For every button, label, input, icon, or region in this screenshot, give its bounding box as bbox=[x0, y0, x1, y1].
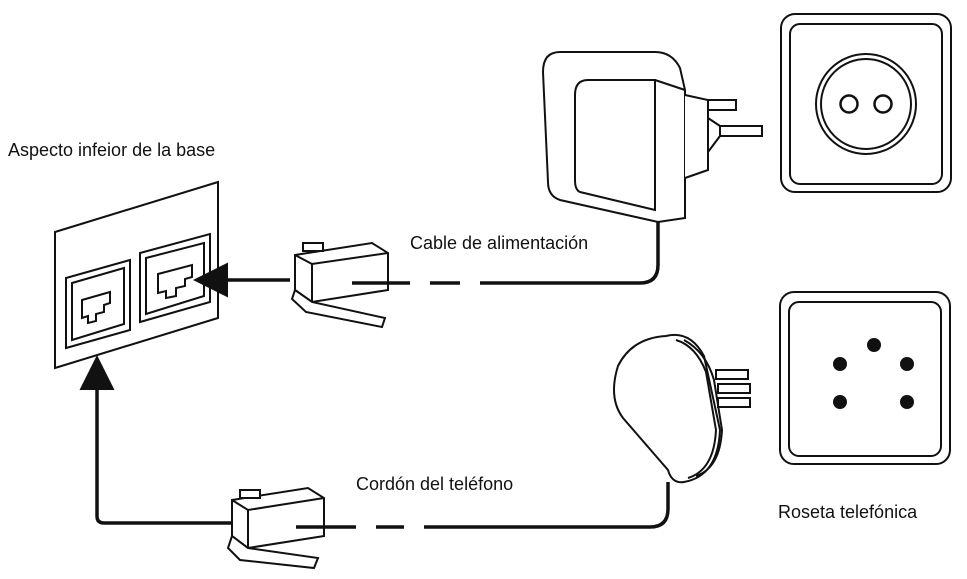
phone-wall-socket-icon bbox=[779, 291, 951, 465]
base-underside-label: Aspecto infeior de la base bbox=[8, 140, 216, 160]
power-adapter-icon bbox=[541, 51, 763, 224]
phone-line-jack-icon bbox=[65, 258, 131, 350]
phone-wall-plug-icon bbox=[613, 334, 751, 484]
power-outlet-icon bbox=[780, 13, 952, 193]
phone-cord-line bbox=[296, 482, 670, 529]
phone-cord-connector-icon bbox=[226, 486, 325, 570]
arrow-to-phone-jack bbox=[79, 355, 232, 525]
base-underside-panel bbox=[54, 180, 219, 370]
power-cable-line bbox=[352, 222, 660, 285]
power-cable-connector-icon bbox=[290, 241, 389, 329]
phone-cord-label: Cordón del teléfono bbox=[356, 474, 514, 494]
phone-rosette-label: Roseta telefónica bbox=[778, 502, 918, 522]
power-cable-label: Cable de alimentación bbox=[410, 233, 589, 253]
